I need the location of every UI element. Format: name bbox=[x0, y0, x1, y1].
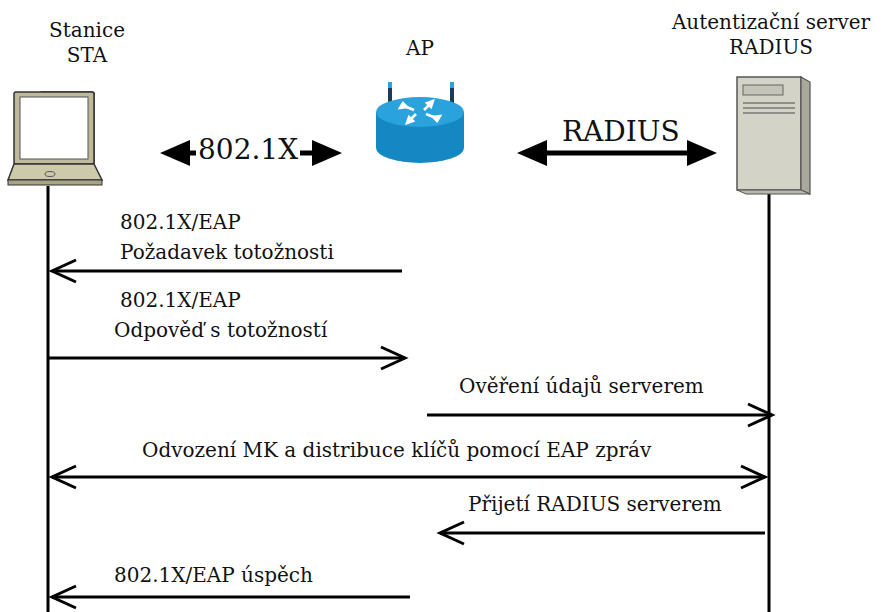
participant-name: AP bbox=[375, 36, 465, 61]
protocol-label: 802.1X/EAP bbox=[118, 210, 243, 234]
participant: AP bbox=[375, 34, 465, 166]
message-arrow bbox=[52, 586, 410, 608]
lifeline bbox=[47, 186, 50, 612]
message-label: Požadavek totožnosti bbox=[118, 240, 336, 264]
message-label: Odpověď s totožností bbox=[112, 318, 329, 342]
server-icon bbox=[737, 77, 810, 194]
message-label: Přijetí RADIUS serverem bbox=[466, 492, 724, 516]
link-label: RADIUS bbox=[560, 116, 682, 148]
laptop-icon bbox=[8, 92, 102, 185]
message-arrow bbox=[48, 347, 405, 369]
router-icon bbox=[376, 82, 464, 163]
message-arrow bbox=[440, 522, 765, 544]
participant-name: Stanice STA bbox=[42, 18, 132, 68]
message-label: Odvození MK a distribuce klíčů pomocí EA… bbox=[140, 438, 653, 462]
message-arrow bbox=[52, 466, 765, 488]
message-label: 802.1X/EAP úspěch bbox=[112, 563, 315, 587]
protocol-label: 802.1X/EAP bbox=[118, 288, 243, 312]
message-label: Ověření údajů serverem bbox=[457, 374, 706, 398]
participant: Autentizační server RADIUS bbox=[655, 8, 887, 194]
lifeline bbox=[768, 193, 771, 612]
participant-name: Autentizační server RADIUS bbox=[657, 10, 885, 60]
link-label: 802.1X bbox=[196, 134, 300, 166]
participant: Stanice STA bbox=[8, 16, 128, 186]
message-arrow bbox=[427, 404, 772, 426]
